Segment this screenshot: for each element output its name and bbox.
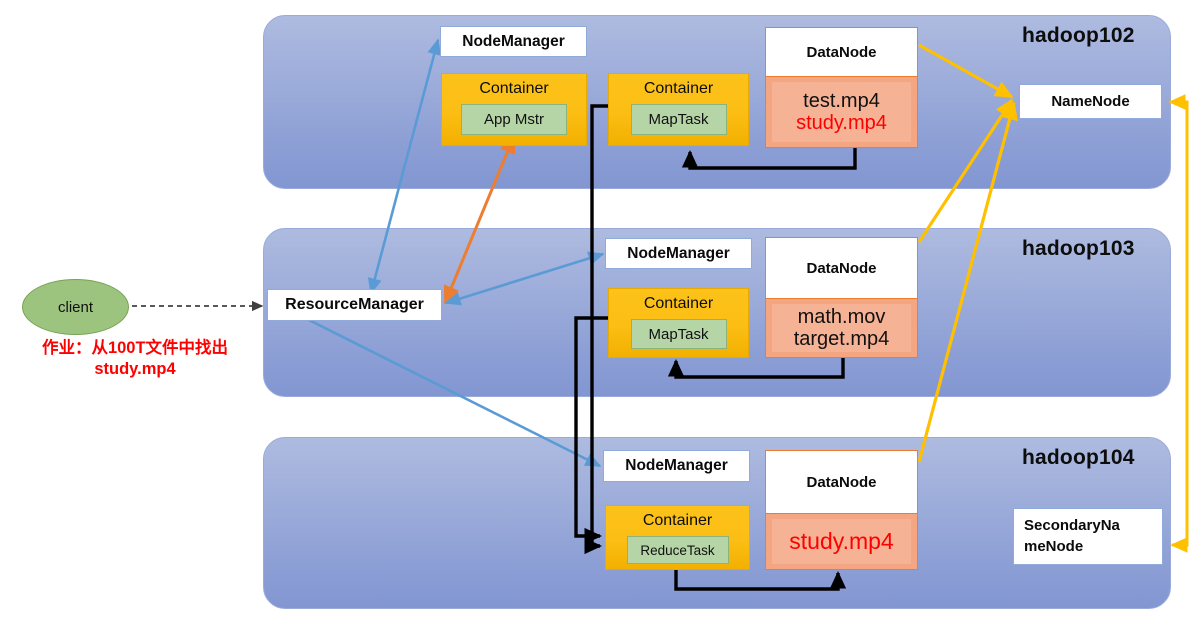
resource-manager-box[interactable]: ResourceManager: [267, 289, 442, 321]
task-app-mstr[interactable]: App Mstr: [461, 104, 567, 135]
secondary-name-node-label-line1: SecondaryNa: [1024, 517, 1120, 535]
panel-label-hadoop104: hadoop104: [1022, 446, 1135, 469]
edge-datanode102-to-maptask102: [681, 148, 857, 170]
edge-datanode103-to-maptask103: [667, 358, 845, 379]
container-reducetask-hadoop104[interactable]: Container ReduceTask: [605, 505, 750, 570]
edge-datanode102-namenode: [918, 43, 1014, 99]
node-manager-label: NodeManager: [625, 457, 728, 474]
edge-resourcemanager-appmstr: [443, 134, 516, 305]
panel-label-hadoop102: hadoop102: [1022, 24, 1135, 47]
container-title: Container: [643, 295, 714, 312]
file-study-mp4: study.mp4: [796, 112, 887, 134]
container-appmstr-hadoop102[interactable]: Container App Mstr: [441, 73, 587, 146]
client-label: client: [57, 298, 94, 316]
edge-maptask103-to-reducetask104: [574, 316, 608, 545]
file-math-mov: math.mov: [797, 305, 886, 328]
node-manager-hadoop104[interactable]: NodeManager: [603, 450, 750, 482]
data-node-title: DataNode: [806, 259, 877, 277]
container-maptask-hadoop103[interactable]: Container MapTask: [608, 288, 749, 358]
data-node-hadoop104[interactable]: DataNode study.mp4: [765, 450, 918, 570]
name-node-label: NameNode: [1051, 93, 1130, 110]
edge-datanode104-namenode: [917, 101, 1018, 463]
data-node-files: test.mp4 study.mp4: [766, 76, 917, 147]
edge-resourcemanager-nodemanager-102: [367, 38, 442, 295]
job-description-line1: 作业：从100T文件中找出: [41, 339, 229, 357]
edge-namenode-secondarynamenode: [1170, 100, 1189, 553]
container-title: Container: [642, 512, 713, 529]
edge-maptask102-to-reducetask104: [584, 104, 608, 555]
node-manager-hadoop103[interactable]: NodeManager: [605, 238, 752, 269]
resource-manager-label: ResourceManager: [285, 296, 424, 313]
data-node-files: study.mp4: [766, 513, 917, 569]
edge-datanode103-namenode: [917, 98, 1014, 243]
name-node-box[interactable]: NameNode: [1019, 84, 1162, 119]
job-description-line2: study.mp4: [94, 359, 176, 378]
file-study-mp4: study.mp4: [789, 527, 894, 554]
edge-resourcemanager-nodemanager-103: [444, 251, 605, 306]
node-manager-hadoop102[interactable]: NodeManager: [440, 26, 587, 57]
data-node-hadoop102[interactable]: DataNode test.mp4 study.mp4: [765, 27, 918, 148]
secondary-name-node-label-line2: meNode: [1024, 537, 1084, 555]
data-node-hadoop103[interactable]: DataNode math.mov target.mp4: [765, 237, 918, 358]
node-manager-label: NodeManager: [462, 32, 565, 50]
data-node-files: math.mov target.mp4: [766, 298, 917, 357]
container-title: Container: [643, 80, 714, 97]
task-reduce-task[interactable]: ReduceTask: [626, 536, 729, 564]
client-node[interactable]: client: [22, 279, 129, 335]
edge-reducetask104-to-datanode104: [674, 570, 847, 591]
data-node-title: DataNode: [806, 43, 877, 61]
file-test-mp4: test.mp4: [803, 89, 880, 112]
file-target-mp4: target.mp4: [793, 328, 890, 350]
task-map-task[interactable]: MapTask: [630, 104, 727, 135]
container-maptask-hadoop102[interactable]: Container MapTask: [608, 73, 749, 146]
node-manager-label: NodeManager: [627, 244, 730, 262]
container-title: Container: [479, 80, 549, 97]
data-node-title: DataNode: [806, 473, 877, 491]
edge-resourcemanager-nodemanager-104: [302, 315, 602, 468]
job-description: 作业：从100T文件中找出 study.mp4: [10, 338, 260, 379]
task-map-task[interactable]: MapTask: [630, 319, 727, 349]
secondary-name-node-box[interactable]: SecondaryNa meNode: [1013, 508, 1163, 565]
panel-label-hadoop103: hadoop103: [1022, 237, 1135, 260]
